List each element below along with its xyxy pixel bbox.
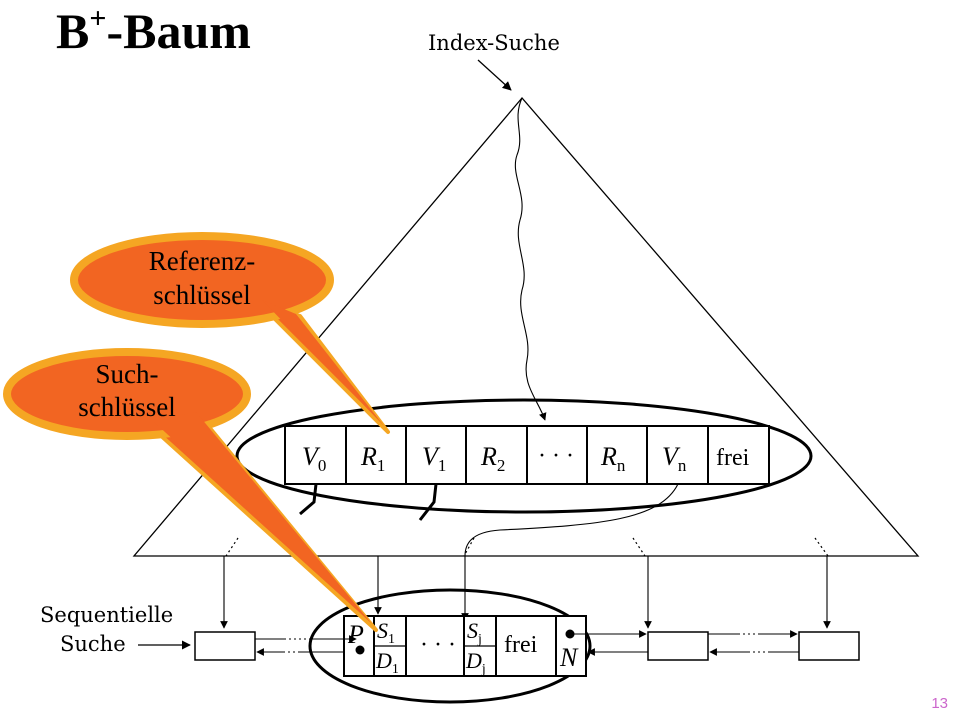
- leaf-p: P: [347, 620, 364, 649]
- sequential-links: [255, 630, 799, 656]
- callout-reference-line2: schlüssel: [153, 280, 251, 310]
- leaf-node: P S1 D1 · · · Sj Dj frei N: [343, 615, 587, 677]
- sequential-search-label-line1: Sequentielle: [40, 603, 173, 627]
- inner-node-ellipse: [235, 398, 813, 514]
- cell-free: frei: [716, 445, 750, 471]
- leaf-sj: Sj: [467, 618, 482, 647]
- cell-vn: Vn: [662, 442, 687, 475]
- inner-node: V0 R1 V1 R2 · · · Rn Vn frei: [284, 425, 770, 485]
- sequential-search-label-line2: Suche: [60, 632, 126, 656]
- leaf-dj: Dj: [465, 648, 486, 677]
- pointer-v0: [299, 483, 318, 516]
- cell-r2: R2: [480, 442, 505, 475]
- cell-r1: R1: [360, 442, 385, 475]
- callout-search-key: Such- schlüssel: [3, 348, 378, 632]
- leaf-box-right-1: [647, 631, 709, 661]
- index-search-label: Index-Suche: [428, 31, 560, 55]
- leaf-dots: · · ·: [420, 632, 456, 658]
- cell-rn: Rn: [600, 442, 626, 475]
- leaf-box-right-2: [798, 631, 860, 661]
- callout-search-line2: schlüssel: [78, 392, 176, 422]
- leaf-s1: S1: [377, 618, 395, 647]
- leaf-node-ellipse: [308, 588, 592, 704]
- callout-search-line1: Such-: [96, 359, 159, 389]
- page-number: 13: [931, 695, 948, 712]
- leaf-n: N: [559, 643, 579, 672]
- index-triangle: [132, 97, 920, 557]
- leaf-n-dot: [565, 629, 575, 639]
- leaf-p-dot: [355, 645, 365, 655]
- callout-reference-key: Referenz- schlüssel: [70, 232, 390, 434]
- leaf-box-left: [194, 631, 256, 661]
- page-title: B+-Baum: [56, 2, 251, 59]
- cell-dots: · · ·: [538, 443, 574, 469]
- cell-v1: V1: [422, 442, 446, 475]
- pointer-v1: [418, 483, 438, 521]
- cell-v0: V0: [302, 442, 326, 475]
- callout-reference-line1: Referenz-: [149, 246, 255, 276]
- leaf-d1: D1: [375, 648, 399, 677]
- pointer-vn: [461, 483, 679, 621]
- leaf-free: frei: [504, 632, 538, 658]
- search-path: [514, 97, 547, 421]
- index-search-arrow: [477, 59, 512, 91]
